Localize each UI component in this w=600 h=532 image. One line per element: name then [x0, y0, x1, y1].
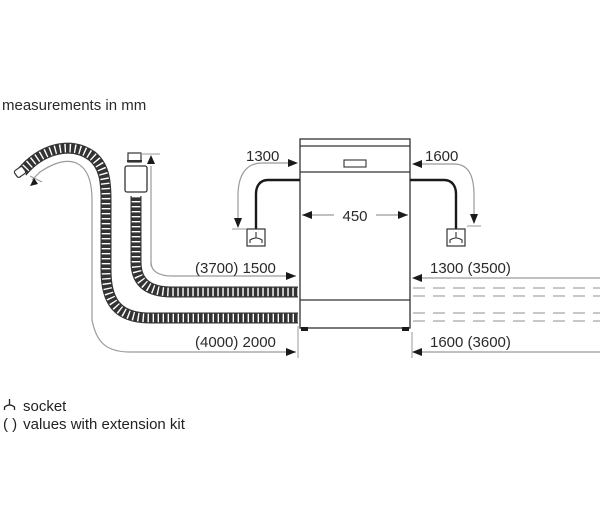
right-drain-label: 1600 (3600): [430, 334, 511, 351]
left-drain-label: (4000) 2000: [195, 334, 276, 351]
drain-hose: [13, 142, 298, 324]
inlet-length-dimension: [150, 261, 296, 277]
right-inlet-label: 1300 (3500): [430, 260, 511, 277]
socket-icon: [3, 398, 17, 416]
legend-socket-label: socket: [23, 398, 67, 415]
foot-left: [301, 327, 308, 331]
right-hose-dashes: [413, 287, 600, 322]
socket-icon-right: [446, 228, 466, 247]
socket-icon-left: [246, 228, 266, 247]
drain-length-dimension: [31, 161, 296, 353]
legend-socket: socket: [3, 398, 185, 416]
power-cable-right: [410, 178, 458, 232]
legend-extension-label: values with extension kit: [23, 416, 185, 433]
diagram-title: measurements in mm: [2, 97, 146, 114]
right-power-dimension: [414, 163, 475, 222]
width-label: 450: [342, 208, 367, 225]
bracket-symbol: ( ): [3, 416, 18, 433]
power-cable-left: [254, 178, 300, 232]
left-power-label: 1300: [246, 148, 279, 165]
inlet-tap-connector: [124, 165, 148, 193]
left-inlet-label: (3700) 1500: [195, 260, 276, 277]
width-dimension: 450: [302, 208, 408, 225]
inlet-hose: [124, 152, 298, 298]
drain-hose-end: [13, 166, 27, 178]
legend-extension: ( ) values with extension kit: [3, 416, 185, 434]
dishwasher-appliance: [299, 138, 411, 331]
legend: socket ( ) values with extension kit: [3, 398, 185, 434]
foot-right: [402, 327, 409, 331]
right-power-label: 1600: [425, 148, 458, 165]
control-panel-display: [343, 159, 367, 168]
left-power-dimension: [237, 162, 296, 226]
drain-arrow-icon: [30, 178, 38, 186]
